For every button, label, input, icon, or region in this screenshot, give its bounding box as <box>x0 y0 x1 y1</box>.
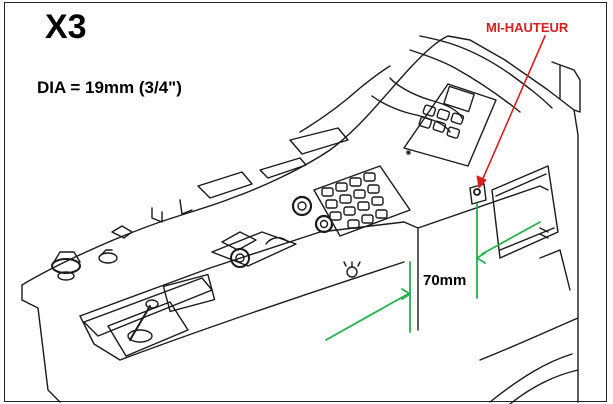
knob-left <box>51 251 81 281</box>
console-body-outline <box>21 35 579 403</box>
keyswitch-icon <box>107 299 189 357</box>
front-panel-rim <box>79 261 405 361</box>
dimension-lines <box>325 203 541 341</box>
manufacturer-logo: ◉ <box>404 148 413 157</box>
top-recess <box>289 127 349 155</box>
diameter-spec: DIA = 19mm (3/4") <box>37 78 182 97</box>
dimension-arrow-right <box>476 252 486 264</box>
light-bulb-icon <box>98 249 118 264</box>
dimension-label: 70mm <box>423 272 467 289</box>
side-lower-edge <box>479 249 579 403</box>
panel-fastener <box>539 227 549 239</box>
side-panel <box>551 61 581 113</box>
bracket-tab <box>111 225 133 239</box>
height-callout: MI-HAUTEUR <box>486 20 569 35</box>
control-panel-display <box>443 85 475 113</box>
front-display <box>162 273 216 313</box>
upper-ridge-inner <box>409 49 521 113</box>
mid-recess-ledge <box>259 157 307 179</box>
diagram-title: X3 <box>45 8 87 46</box>
front-panel <box>79 185 549 331</box>
base-curve <box>489 353 579 404</box>
light-bulb-icon-center <box>343 261 361 278</box>
service-panel <box>491 165 559 259</box>
mounting-hole <box>473 188 481 196</box>
control-panel <box>403 83 497 167</box>
dimension-arrow-left <box>401 288 411 300</box>
dimension-line-diagonal-left <box>325 293 409 341</box>
power-socket-icon <box>211 231 297 268</box>
callout-arrow <box>476 35 546 189</box>
bracket-left <box>151 199 193 223</box>
top-tray-inner <box>299 65 391 133</box>
diagram-frame <box>4 2 607 402</box>
switch-bank <box>313 165 411 237</box>
upper-ridge <box>419 35 553 109</box>
dimension-line-diagonal-right <box>481 221 541 255</box>
control-panel-buttons <box>418 104 465 139</box>
mid-recess <box>197 171 253 199</box>
top-tray <box>371 77 463 133</box>
